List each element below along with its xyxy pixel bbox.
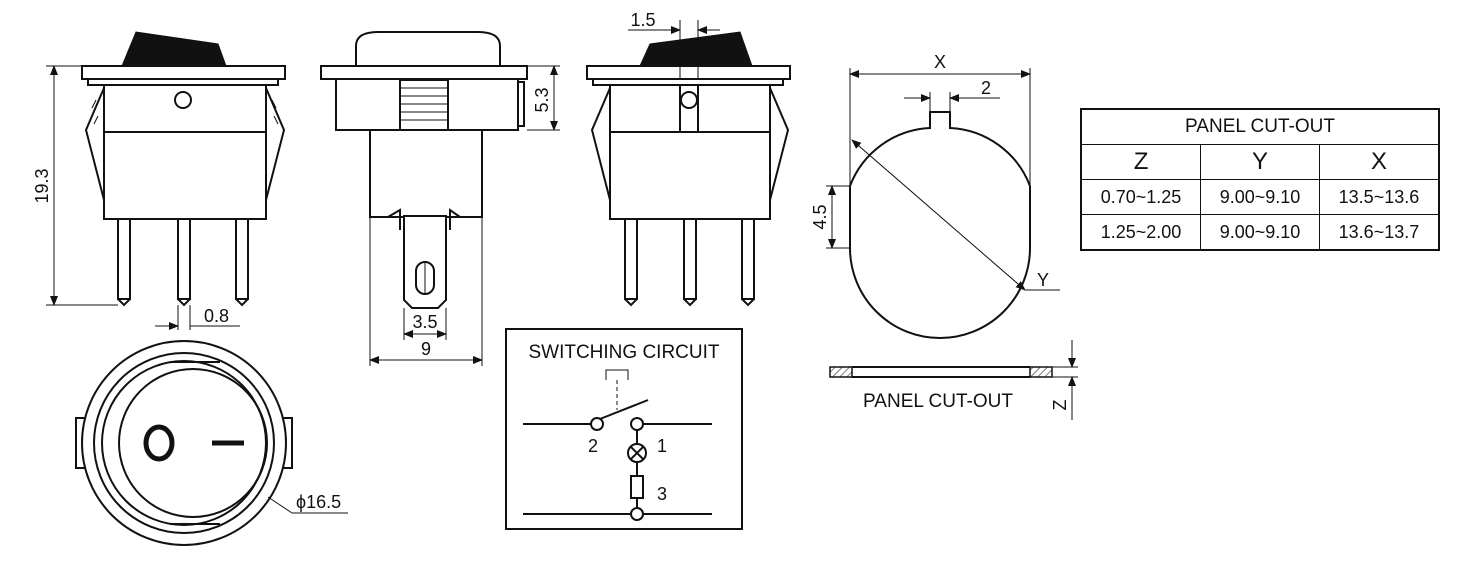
side-view-rear: 1.5 xyxy=(586,10,791,307)
table-header-x: X xyxy=(1318,144,1440,180)
off-symbol xyxy=(143,424,175,462)
side-view-narrow: 5.3 3.5 9 xyxy=(320,31,560,366)
panel-cutout-shape: X 2 4.5 Y xyxy=(810,52,1060,339)
dim-cut-y: Y xyxy=(1037,270,1049,290)
switching-circuit: SWITCHING CIRCUIT 2 1 3 xyxy=(505,328,743,530)
table-cell: 0.70~1.25 xyxy=(1080,179,1202,215)
dim-key-width: 2 xyxy=(981,78,991,98)
table-row: 1.25~2.00 9.00~9.10 13.6~13.7 xyxy=(1080,214,1440,251)
dim-panel-z: Z xyxy=(1050,400,1070,411)
side-view-front: 19.3 0.8 xyxy=(32,31,286,330)
dim-body-width: 9 xyxy=(421,339,431,359)
dim-tab-width: 3.5 xyxy=(412,312,437,332)
dim-cut-x: X xyxy=(934,52,946,72)
dim-top-offset: 5.3 xyxy=(532,87,552,112)
table-cell: 9.00~9.10 xyxy=(1200,214,1320,251)
circuit-pin-2: 2 xyxy=(588,436,598,456)
table-header-y: Y xyxy=(1200,144,1320,180)
dim-flat: 4.5 xyxy=(810,204,830,229)
table-cell: 13.5~13.6 xyxy=(1318,179,1440,215)
circuit-pin-3: 3 xyxy=(657,484,667,504)
panel-section: Z PANEL CUT-OUT xyxy=(829,340,1078,420)
table-header-z: Z xyxy=(1080,144,1202,180)
table-caption: PANEL CUT-OUT xyxy=(1080,108,1440,145)
table-cell: 1.25~2.00 xyxy=(1080,214,1202,251)
dim-actuator-gap: 1.5 xyxy=(630,10,655,30)
dim-height: 19.3 xyxy=(32,168,52,203)
table-cell: 9.00~9.10 xyxy=(1200,179,1320,215)
panel-label: PANEL CUT-OUT xyxy=(863,391,1013,412)
circuit-pin-1: 1 xyxy=(657,436,667,456)
table-row: 0.70~1.25 9.00~9.10 13.5~13.6 xyxy=(1080,179,1440,215)
dim-diameter: ϕ16.5 xyxy=(296,492,341,512)
front-face-view: ϕ16.5 xyxy=(75,340,348,546)
cutout-table: PANEL CUT-OUT Z Y X 0.70~1.25 9.00~9.10 … xyxy=(1080,108,1440,251)
circuit-title: SWITCHING CIRCUIT xyxy=(528,342,719,363)
dim-pin-width: 0.8 xyxy=(204,306,229,326)
table-cell: 13.6~13.7 xyxy=(1318,214,1440,251)
